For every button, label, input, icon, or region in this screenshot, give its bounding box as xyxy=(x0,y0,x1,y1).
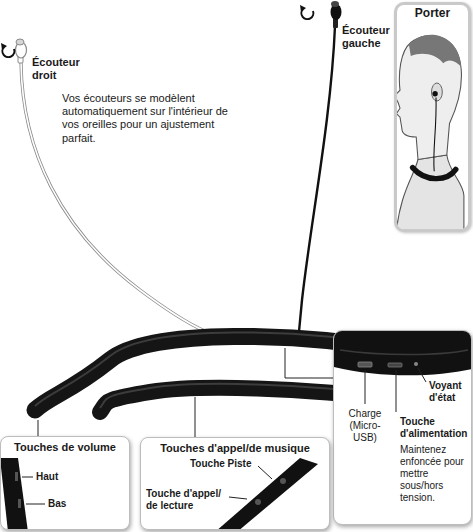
right-cable xyxy=(21,62,252,343)
part-name: Charge (Micro-USB) xyxy=(338,408,392,444)
inset-heading: Touches de volume xyxy=(2,441,128,454)
wearing-illustration xyxy=(397,5,468,229)
leader-line xyxy=(396,370,397,412)
earbud xyxy=(432,91,437,96)
rotation-icon xyxy=(301,9,313,19)
note-text: Vos écouteurs se modèlent automatiquemen… xyxy=(62,92,240,145)
status-led xyxy=(414,362,418,366)
band-end xyxy=(1,458,28,529)
rotation-icon-head xyxy=(300,5,306,12)
ear xyxy=(432,83,443,101)
leader-line xyxy=(285,348,333,378)
leader-line xyxy=(22,477,33,478)
volume-button xyxy=(15,472,18,481)
part-name: Touche d'alimentation xyxy=(400,416,470,440)
wearing-panel: Porter xyxy=(394,2,471,232)
leader-line xyxy=(195,397,196,437)
leader-line xyxy=(229,497,247,499)
rotation-icon-head xyxy=(1,43,7,50)
cable xyxy=(434,97,436,171)
shoulders xyxy=(397,155,464,229)
part-name: Haut xyxy=(36,471,76,483)
power-button xyxy=(388,363,402,367)
track-button xyxy=(280,478,286,484)
head xyxy=(397,36,461,160)
leader-line xyxy=(258,466,272,479)
left-cable xyxy=(298,26,335,342)
neckband xyxy=(413,168,456,179)
part-name: Touche d'appel/ de lecture xyxy=(146,488,226,512)
call-button xyxy=(255,499,261,505)
volume-inset: Touches de volumeHautBas xyxy=(0,436,130,530)
leader-line xyxy=(418,368,426,382)
usb-port xyxy=(358,362,372,367)
hair xyxy=(409,35,461,67)
rotation-icon xyxy=(2,47,14,57)
panel-heading: Porter xyxy=(397,6,468,20)
part-name: Écouteur droit xyxy=(32,56,94,82)
earbud-tip xyxy=(331,1,339,7)
leader-line xyxy=(26,504,45,505)
band-highlight xyxy=(340,350,468,355)
power-inset: Voyant d'étatCharge (Micro-USB) Touche d'… xyxy=(333,330,472,525)
part-name: Bas xyxy=(48,498,88,510)
inset-heading: Touches d'appel/de musique xyxy=(142,442,328,455)
instruction-note: Maintenez enfoncée pour mettre sous/hors… xyxy=(400,444,470,504)
part-name: Écouteur gauche xyxy=(342,24,390,50)
leader-line xyxy=(365,370,366,404)
part-name: Voyant d'état xyxy=(429,380,470,404)
volume-button xyxy=(18,499,21,508)
earbud-tip xyxy=(16,39,24,45)
part-name: Touche Piste xyxy=(190,458,256,470)
right-cable-core xyxy=(21,62,252,343)
call-music-inset: Touches d'appel/de musiqueTouche PisteTo… xyxy=(140,437,330,530)
band-closeup xyxy=(334,331,471,375)
leader-line xyxy=(38,420,39,436)
